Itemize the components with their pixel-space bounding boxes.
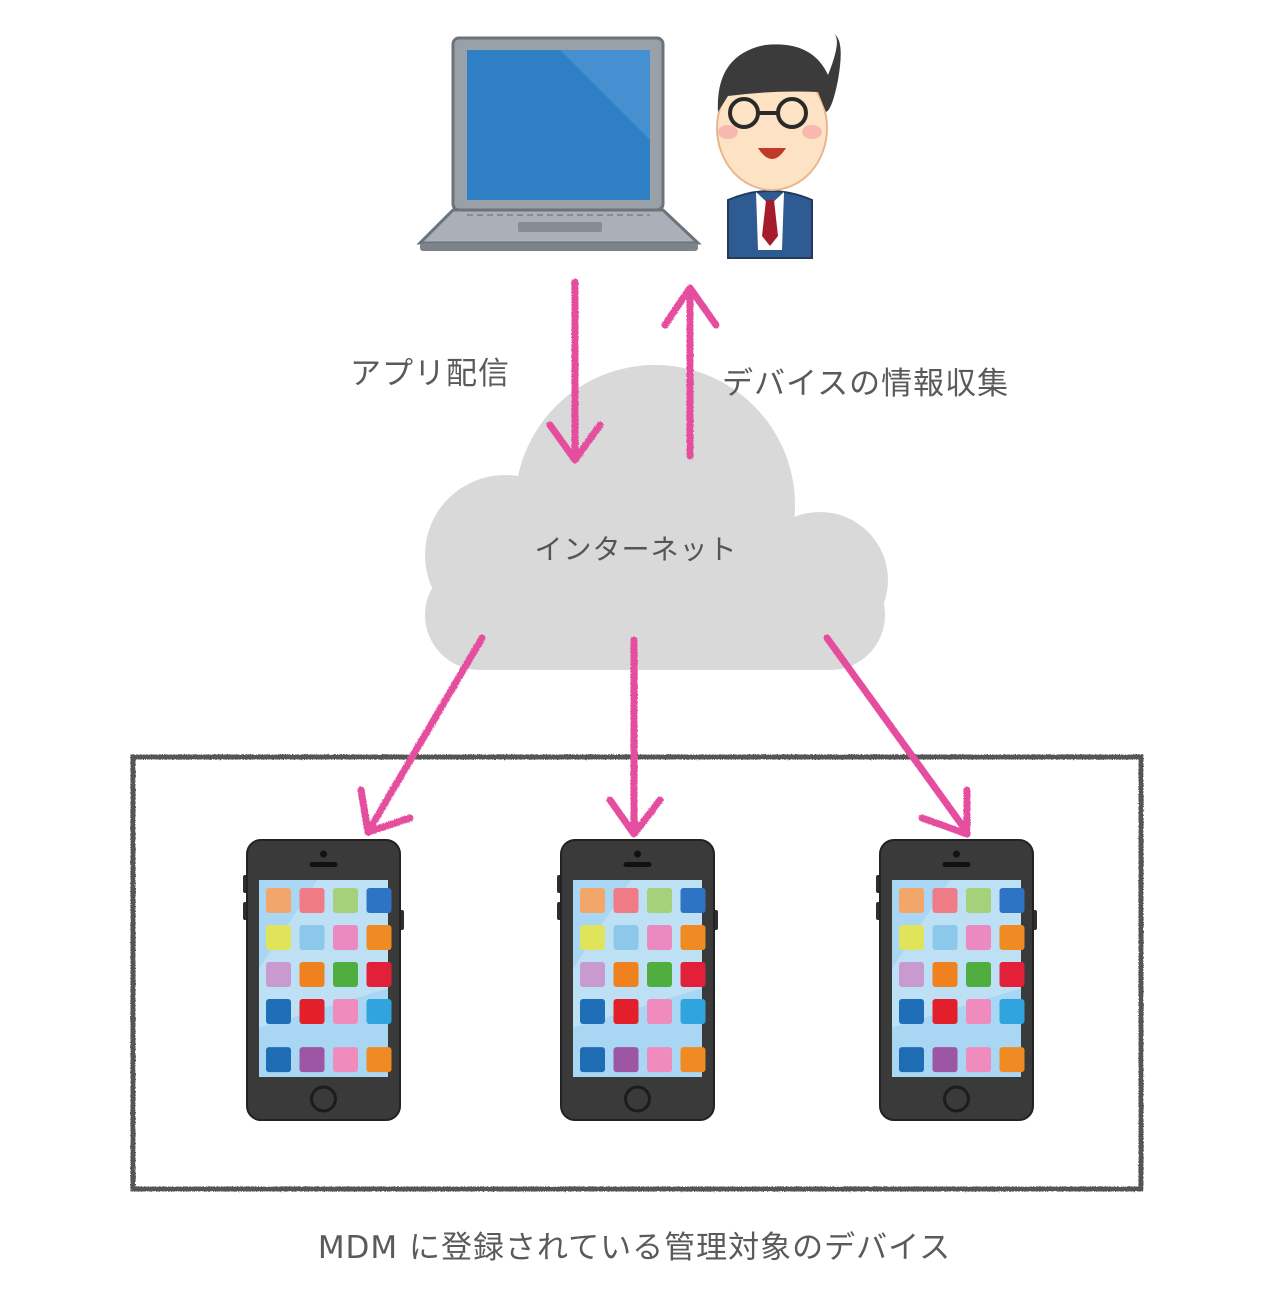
internet-label: インターネット <box>534 533 738 566</box>
app-icon <box>366 999 392 1024</box>
app-icon <box>366 962 392 987</box>
app-icon <box>647 888 672 913</box>
app-icon <box>647 999 672 1024</box>
arrow-to-device-center <box>606 636 664 838</box>
app-icon <box>366 1047 392 1073</box>
screen-glare <box>892 880 1021 1028</box>
app-icon <box>647 962 672 987</box>
managed-devices-caption: MDM に登録されている管理対象のデバイス <box>317 1230 952 1266</box>
app-icon <box>680 1047 706 1073</box>
app-icon <box>647 1047 672 1073</box>
app-icon <box>333 999 358 1024</box>
arrow-to-device-left <box>357 634 486 836</box>
device-info-collection-label: デバイスの情報収集 <box>722 366 1010 402</box>
app-icon <box>613 925 639 950</box>
app-icon <box>999 1047 1025 1073</box>
app-icon <box>299 1047 325 1073</box>
app-icon <box>999 962 1025 987</box>
smartphone-icon <box>876 839 1037 1121</box>
home-button <box>310 1085 337 1113</box>
app-icon <box>266 925 291 950</box>
app-icon <box>932 888 958 913</box>
arrow-device-info-collection <box>661 284 720 460</box>
app-icon <box>932 1047 958 1073</box>
app-icon <box>966 962 991 987</box>
app-icon <box>966 999 991 1024</box>
app-icon <box>299 999 325 1024</box>
app-icon <box>899 888 924 913</box>
phone-speaker <box>623 862 652 867</box>
app-icon <box>266 962 291 987</box>
app-icon <box>333 962 358 987</box>
app-icon <box>580 1047 605 1073</box>
app-icon <box>899 962 924 987</box>
app-icon <box>613 1047 639 1073</box>
home-button <box>943 1085 970 1113</box>
app-icon <box>680 888 706 913</box>
app-icon <box>966 1047 991 1073</box>
cloud-icon <box>425 365 888 670</box>
app-icon <box>333 1047 358 1073</box>
app-icon <box>266 888 291 913</box>
app-icon <box>333 925 358 950</box>
app-icon <box>333 888 358 913</box>
app-icon <box>680 999 706 1024</box>
app-icon <box>266 1047 291 1073</box>
home-button <box>624 1085 651 1113</box>
phone-speaker <box>309 862 338 867</box>
laptop-icon <box>416 36 702 251</box>
app-icon <box>999 925 1025 950</box>
administrator-icon <box>716 34 841 259</box>
app-icon <box>999 888 1025 913</box>
phone-camera <box>320 850 327 858</box>
app-icon <box>613 962 639 987</box>
app-icon <box>299 925 325 950</box>
app-icon <box>899 1047 924 1073</box>
app-icon <box>966 888 991 913</box>
screen-glare <box>573 880 702 1028</box>
app-icon <box>932 962 958 987</box>
app-icon <box>932 999 958 1024</box>
arrow-app-distribution <box>546 278 604 464</box>
app-icon <box>680 962 706 987</box>
app-distribution-label: アプリ配信 <box>350 356 510 392</box>
phone-speaker <box>942 862 971 867</box>
app-icon <box>647 925 672 950</box>
smartphone-icon <box>243 839 404 1121</box>
app-icon <box>613 999 639 1024</box>
app-icon <box>613 888 639 913</box>
app-icon <box>299 888 325 913</box>
phone-camera <box>634 850 641 858</box>
screen-glare <box>259 880 388 1028</box>
smartphone-icon <box>557 839 718 1121</box>
app-icon <box>580 925 605 950</box>
app-icon <box>899 999 924 1024</box>
arrow-to-device-right <box>823 634 971 838</box>
app-icon <box>932 925 958 950</box>
phone-camera <box>953 850 960 858</box>
app-icon <box>366 925 392 950</box>
app-icon <box>366 888 392 913</box>
app-icon <box>580 888 605 913</box>
app-icon <box>266 999 291 1024</box>
app-icon <box>299 962 325 987</box>
managed-devices-group <box>243 839 1037 1121</box>
app-icon <box>580 962 605 987</box>
app-icon <box>999 999 1025 1024</box>
app-icon <box>966 925 991 950</box>
app-icon <box>580 999 605 1024</box>
app-icon <box>899 925 924 950</box>
app-icon <box>680 925 706 950</box>
